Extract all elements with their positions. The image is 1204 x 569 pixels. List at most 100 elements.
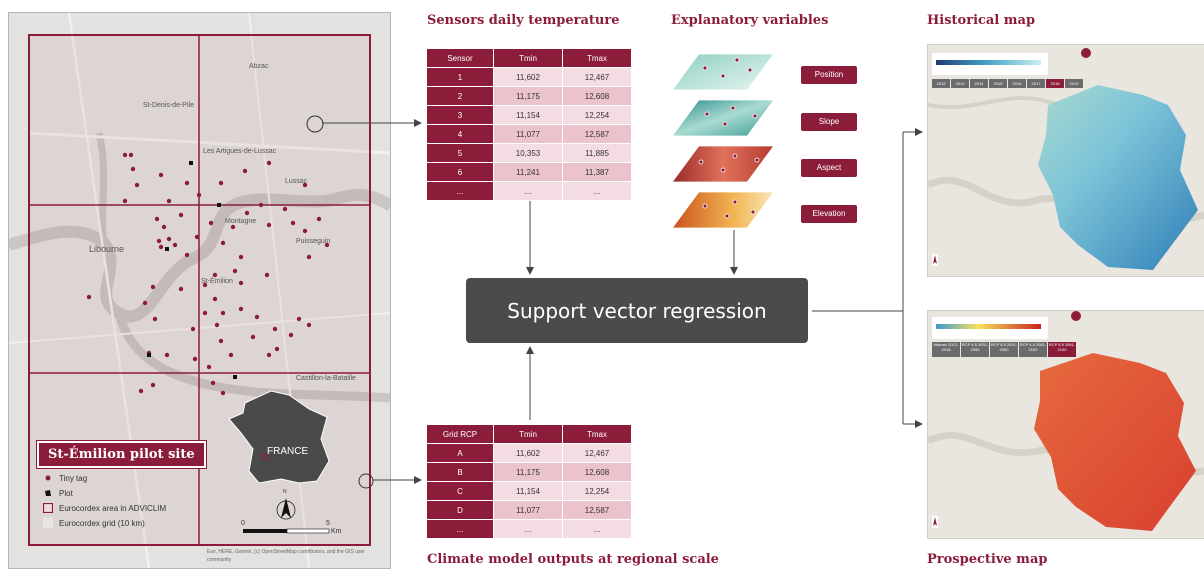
- sensor-point: [296, 316, 302, 322]
- table-cell: 11,602: [493, 443, 563, 463]
- sensor-point: [302, 228, 308, 234]
- table-cell: ...: [562, 181, 632, 201]
- aspect-layer: [673, 146, 773, 182]
- sensor-point: [288, 332, 294, 338]
- town-label: Castillon-la-Bataille: [296, 375, 356, 382]
- table-cell: 12,608: [562, 462, 632, 482]
- sensor-point: [128, 152, 134, 158]
- sensor-point: [316, 216, 322, 222]
- sensor-point: [290, 220, 296, 226]
- sensor-point: [161, 224, 167, 230]
- variable-position: Position: [801, 66, 857, 84]
- sensor-point: [272, 326, 278, 332]
- sensor-point: [152, 316, 158, 322]
- scenario-tab: RCP 4.5 2031-2050: [961, 342, 989, 357]
- plot-point: [189, 161, 193, 165]
- sensor-point: [184, 180, 190, 186]
- sensor-point: [130, 166, 136, 172]
- map-attribution: Esri, HERE, Garmin, (c) OpenStreetMap co…: [207, 549, 365, 563]
- plot-point: [217, 203, 221, 207]
- town-label: Les Artigues-de-Lussac: [203, 148, 277, 155]
- slope-layer: [673, 100, 773, 136]
- table-cell: 11,077: [493, 500, 563, 520]
- table-cell: 12,254: [562, 105, 632, 125]
- sensor-point: [282, 206, 288, 212]
- sensor-point: [172, 242, 178, 248]
- prospective-map-canvas: [928, 311, 1204, 531]
- sensor-point: [166, 236, 172, 242]
- town-label: St-Émilion: [201, 278, 233, 285]
- legend-item: Tiny tag: [43, 473, 87, 483]
- variable-slope: Slope: [801, 113, 857, 131]
- town-label: Montagne: [225, 218, 257, 225]
- sensor-point: [178, 286, 184, 292]
- year-tab: 2013: [951, 79, 969, 88]
- sensor-point: [266, 352, 272, 358]
- table-row: .........: [426, 181, 632, 201]
- sensor-point: [154, 216, 160, 222]
- table-cell: ...: [493, 519, 563, 539]
- table-cell: 6: [426, 162, 494, 182]
- variable-elevation: Elevation: [801, 205, 857, 223]
- sensor-point: [230, 224, 236, 230]
- sensor-point: [250, 334, 256, 340]
- sensor-point: [302, 182, 308, 188]
- table-cell: ...: [426, 519, 494, 539]
- country-label: FRANCE: [267, 446, 309, 457]
- legend-item: Plot: [43, 488, 73, 498]
- table-cell: 11,175: [493, 86, 563, 106]
- scenario-tab: RCP 8.5 2081-2100: [1048, 342, 1076, 357]
- table-cell: 12,467: [562, 443, 632, 463]
- table-cell: 12,587: [562, 500, 632, 520]
- table-cell: ...: [493, 181, 563, 201]
- sensor-point: [238, 254, 244, 260]
- plot-point: [165, 247, 169, 251]
- sensor-point: [178, 212, 184, 218]
- year-tab: 2018: [1046, 79, 1064, 88]
- town-label: St-Denis-de-Pile: [143, 102, 194, 109]
- sensor-point: [324, 242, 330, 248]
- sensor-point: [266, 222, 272, 228]
- table-cell: 11,175: [493, 462, 563, 482]
- historical-map-canvas: [928, 48, 1204, 270]
- year-tab: 2012: [932, 79, 950, 88]
- sensor-point: [266, 160, 272, 166]
- scale-five: 5: [326, 520, 330, 527]
- sensor-point: [220, 310, 226, 316]
- sensor-point: [122, 198, 128, 204]
- table-cell: 11,077: [493, 124, 563, 144]
- table-cell: A: [426, 443, 494, 463]
- sensor-point: [258, 202, 264, 208]
- plot-point: [147, 353, 151, 357]
- plot-point: [233, 375, 237, 379]
- sensor-point: [164, 352, 170, 358]
- town-label: Abzac: [249, 63, 269, 70]
- column-header: Grid RCP: [426, 424, 494, 444]
- table-cell: 12,254: [562, 481, 632, 501]
- sensor-point: [218, 338, 224, 344]
- table-cell: 12,587: [562, 124, 632, 144]
- year-tab: 2015: [989, 79, 1007, 88]
- position-layer: [673, 54, 773, 90]
- table-cell: 10,353: [493, 143, 563, 163]
- sensor-point: [134, 182, 140, 188]
- explanatory-title: Explanatory variables: [671, 13, 829, 28]
- column-header: Tmax: [562, 424, 632, 444]
- table-cell: D: [426, 500, 494, 520]
- sensor-point: [218, 180, 224, 186]
- sensor-point: [196, 192, 202, 198]
- table-cell: 11,154: [493, 105, 563, 125]
- year-tab: 2017: [1027, 79, 1045, 88]
- sensor-point: [220, 240, 226, 246]
- sensor-point: [214, 322, 220, 328]
- model-box: Support vector regression: [466, 278, 808, 343]
